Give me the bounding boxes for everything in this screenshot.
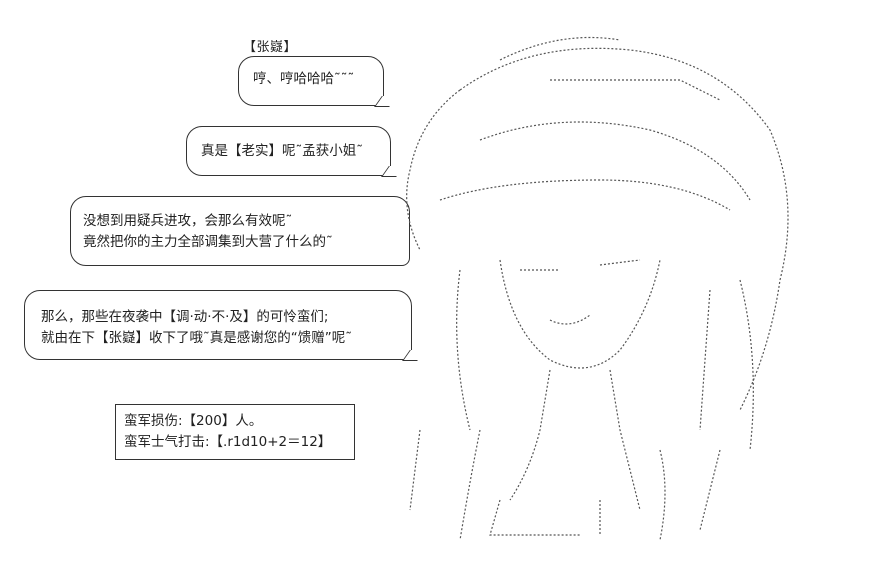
- bubble-2-line-1: 真是【老实】呢˜孟获小姐˜: [201, 143, 363, 159]
- bubble-4-line-1: 那么，那些在夜袭中【调·动·不·及】的可怜蛮们;: [41, 309, 329, 325]
- battle-stats-box: 蛮军损伤:【200】人。 蛮军士气打击:【.r1d10+2＝12】: [115, 404, 355, 460]
- casualty-line: 蛮军损伤:【200】人。: [124, 413, 263, 429]
- bubble-3-line-1: 没想到用疑兵进攻，会那么有效呢˜: [83, 213, 293, 229]
- speech-bubble-2: 真是【老实】呢˜孟获小姐˜: [186, 126, 404, 177]
- bubble-3-line-2: 竟然把你的主力全部调集到大营了什么的˜: [83, 234, 333, 250]
- bubble-4-line-2: 就由在下【张嶷】收下了哦˜真是感谢您的“馈赠”呢˜: [41, 330, 352, 346]
- speaker-label: 【张嶷】: [243, 40, 298, 55]
- speech-bubble-1: 哼、哼哈哈哈˜˜˜: [238, 56, 397, 107]
- speech-bubble-4: 那么，那些在夜袭中【调·动·不·及】的可怜蛮们; 就由在下【张嶷】收下了哦˜真是…: [24, 290, 425, 361]
- morale-line: 蛮军士气打击:【.r1d10+2＝12】: [124, 434, 332, 450]
- speech-bubble-3: 没想到用疑兵进攻，会那么有效呢˜ 竟然把你的主力全部调集到大营了什么的˜: [70, 196, 410, 266]
- bubble-1-line-1: 哼、哼哈哈哈˜˜˜: [253, 71, 355, 87]
- ascii-art-character-figure-icon: [300, 30, 800, 550]
